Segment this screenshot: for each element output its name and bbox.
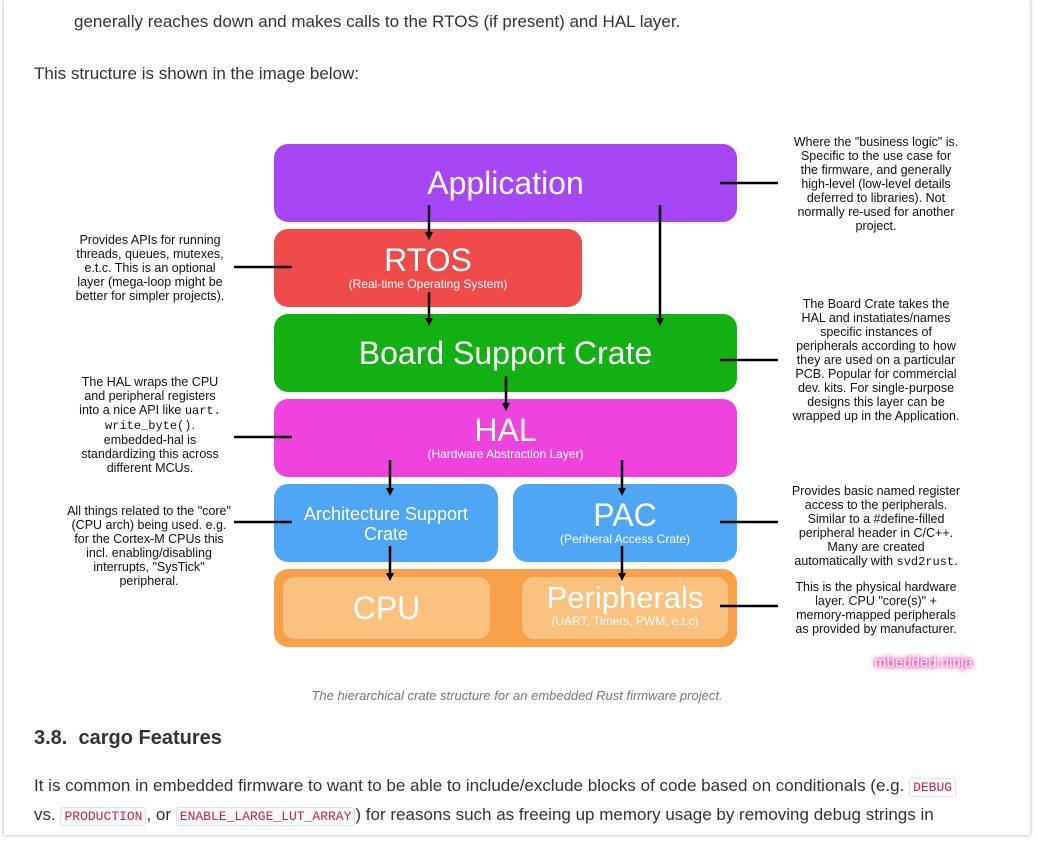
note-line: they are used on a particular: [796, 353, 956, 367]
note-line: and peripheral registers: [84, 389, 216, 403]
note-line: This is the physical hardware: [795, 580, 957, 594]
bsc-title: Board Support Crate: [358, 335, 653, 371]
pac-box: PAC (Periheral Access Crate): [513, 484, 737, 562]
note-line: wrapped up in the Application.: [792, 409, 960, 423]
note-line: layer (mega-loop might be: [77, 275, 223, 289]
note-code: svd2rust: [896, 555, 955, 569]
note-line: The HAL wraps the CPU: [81, 375, 219, 389]
peripherals-subtitle: (UART, Timers, PWM, e.t.c): [551, 614, 699, 628]
note-line: threads, queues, mutexes,: [76, 247, 224, 261]
note-line: (CPU arch) being used. e.g.: [71, 518, 227, 532]
application-title: Application: [427, 165, 584, 201]
note-line: Provides basic named register: [791, 484, 961, 498]
inline-code-production: PRODUCTION: [60, 807, 147, 826]
section-heading: 3.8. cargo Features: [34, 727, 222, 750]
note-line: access to the peripherals.: [804, 498, 948, 512]
note-line: standardizing this across: [81, 447, 219, 461]
note-line: e.t.c. This is an optional: [84, 261, 216, 275]
note-line: memory-mapped peripherals: [796, 608, 956, 622]
note-line: The Board Crate takes the: [802, 297, 950, 311]
note-line: into a nice API like uart.: [50, 403, 250, 418]
note-line: automatically with svd2rust.: [776, 554, 976, 569]
note-line: Where the "business logic" is.: [793, 135, 959, 149]
hal-subtitle: (Hardware Abstraction Layer): [427, 447, 584, 461]
note-line: incl. enabling/disabling: [86, 546, 212, 560]
note-line: dev. kits. For single-purpose: [797, 381, 955, 395]
note-line: interrupts, "SysTick": [93, 560, 205, 574]
note-line: better for simpler projects).: [75, 289, 225, 303]
note-line: write_byte().: [50, 418, 250, 433]
section-number: 3.8.: [34, 727, 68, 749]
note-line: deferred to libraries). Not: [806, 191, 946, 205]
arch-title-line1: Architecture Support: [303, 504, 469, 524]
para-text: , or: [146, 805, 172, 824]
note-line: Many are created: [827, 540, 925, 554]
para-text: ) for reasons such as freeing up memory …: [355, 805, 934, 824]
note-line: normally re-used for another: [797, 205, 955, 219]
hardware-note: This is the physical hardware layer. CPU…: [776, 580, 976, 636]
diagram-arrows: [234, 181, 778, 608]
hardware-layer-box: CPU Peripherals (UART, Timers, PWM, e.t.…: [274, 569, 737, 647]
note-code: uart.: [184, 404, 221, 418]
intro-line-2: This structure is shown in the image bel…: [34, 64, 360, 83]
intro-line: generally reaches down and makes calls t…: [74, 12, 681, 31]
bsc-note: The Board Crate takes the HAL and instat…: [776, 297, 976, 423]
rtos-title: RTOS: [384, 242, 472, 278]
para-text: It is common in embedded firmware to wan…: [34, 776, 905, 795]
pac-title: PAC: [593, 497, 657, 533]
note-line: PCB. Popular for commercial: [795, 367, 957, 381]
arch-note: All things related to the "core" (CPU ar…: [44, 504, 254, 588]
document-page: generally reaches down and makes calls t…: [4, 0, 1030, 835]
cpu-title: CPU: [352, 590, 421, 626]
inline-code-debug: DEBUG: [909, 778, 957, 797]
rtos-subtitle: (Real-time Operating System): [348, 277, 508, 291]
cpu-box: CPU: [283, 577, 490, 639]
note-text: into a nice API like: [79, 403, 182, 417]
architecture-support-crate-box: Architecture Support Crate: [274, 484, 498, 562]
note-line: project.: [855, 219, 897, 233]
application-note: Where the "business logic" is. Specific …: [776, 135, 976, 233]
note-line: high-level (low-level details: [801, 177, 951, 191]
note-line: Provides APIs for running: [79, 233, 221, 247]
note-text: automatically with: [794, 554, 894, 568]
peripherals-box: Peripherals (UART, Timers, PWM, e.t.c): [522, 577, 728, 639]
rtos-note: Provides APIs for running threads, queue…: [50, 233, 250, 303]
note-line: embedded-hal is: [103, 433, 197, 447]
hal-note: The HAL wraps the CPU and peripheral reg…: [50, 375, 250, 475]
pac-note: Provides basic named register access to …: [776, 484, 976, 569]
note-line: Similar to a #define-filled: [807, 512, 945, 526]
note-line: layer. CPU "core(s)" +: [815, 594, 937, 608]
note-text: .: [191, 418, 195, 432]
para-text: vs.: [34, 805, 56, 824]
note-line: as provided by manufacturer.: [795, 622, 957, 636]
section-title: cargo Features: [78, 727, 222, 749]
inline-code-enable-large-lut-array: ENABLE_LARGE_LUT_ARRAY: [175, 807, 356, 826]
crate-structure-diagram: Application RTOS (Real-time Operating Sy…: [4, 0, 1030, 690]
note-line: peripherals according to how: [796, 339, 956, 353]
watermark: mbedded.ninja: [874, 654, 973, 671]
note-code: write_byte(): [105, 419, 192, 433]
note-line: different MCUs.: [106, 461, 194, 475]
note-text: .: [954, 554, 958, 568]
note-line: the firmware, and generally: [800, 163, 952, 177]
pac-subtitle: (Periheral Access Crate): [559, 532, 691, 546]
note-line: designs this layer can be: [807, 395, 945, 409]
note-line: peripheral.: [119, 574, 179, 588]
note-line: for the Cortex-M CPUs this: [74, 532, 224, 546]
paragraph-line-2: vs. PRODUCTION, or ENABLE_LARGE_LUT_ARRA…: [34, 804, 934, 828]
note-line: HAL and instatiates/names: [801, 311, 951, 325]
arch-title-line2: Crate: [363, 524, 408, 544]
peripherals-title: Peripherals: [546, 580, 704, 615]
note-line: specific instances of: [820, 325, 932, 339]
note-line: Specific to the use case for: [800, 149, 952, 163]
note-line: peripheral header in C/C++.: [798, 526, 954, 540]
note-line: All things related to the "core": [67, 504, 231, 518]
hal-box: HAL (Hardware Abstraction Layer): [274, 399, 737, 477]
hal-title: HAL: [474, 412, 537, 448]
figure-caption: The hierarchical crate structure for an …: [311, 688, 723, 703]
paragraph-line-1: It is common in embedded firmware to wan…: [34, 775, 957, 799]
